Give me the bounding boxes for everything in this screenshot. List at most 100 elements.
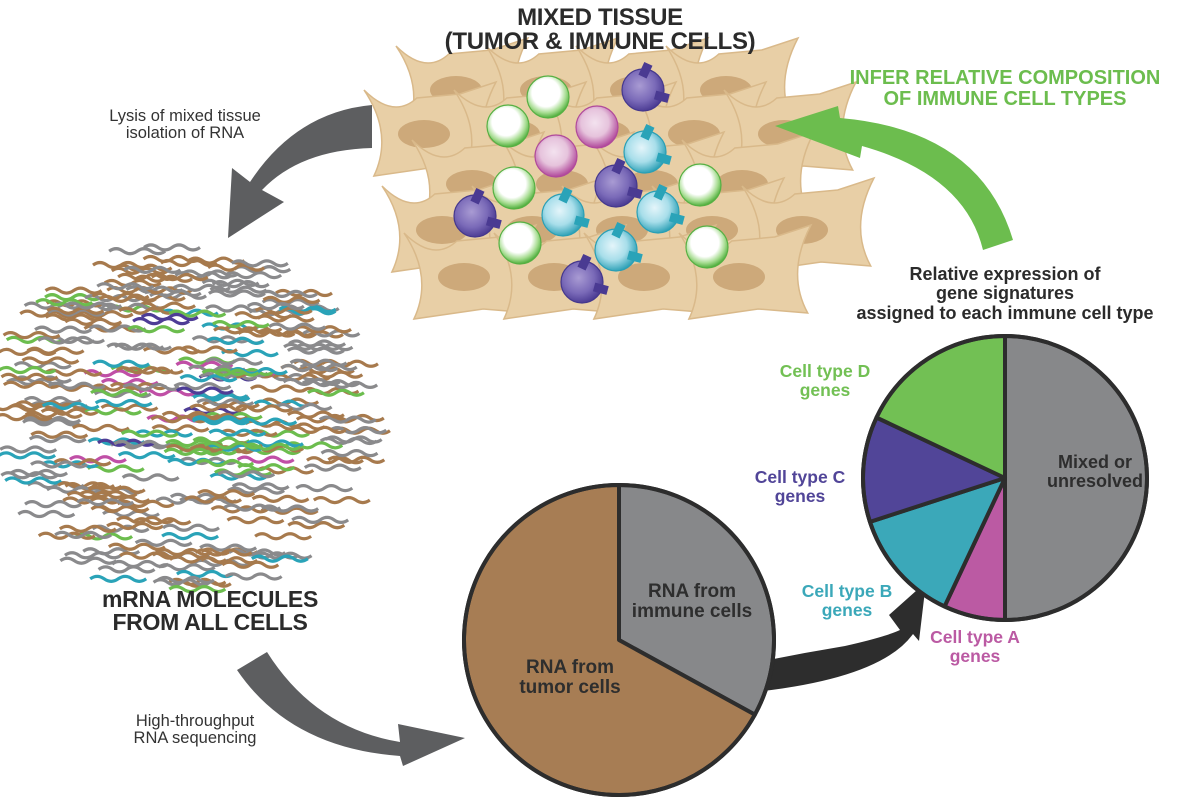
mrna-strand <box>44 286 103 295</box>
mrna-strand <box>221 560 280 569</box>
mrna-strand <box>13 361 72 370</box>
immune-rna-arrow <box>735 582 926 693</box>
mrna-strand <box>41 401 100 411</box>
gene-signatures-subtitle: Relative expression of gene signatures a… <box>856 264 1154 323</box>
mrna-strand <box>71 423 130 433</box>
mrna-strand <box>117 451 176 460</box>
mrna-strand <box>190 412 249 421</box>
mrna-strand <box>217 470 276 479</box>
mrna-strand <box>320 380 379 389</box>
mrna-strand <box>138 301 196 310</box>
pie-outline <box>462 483 776 797</box>
mrna-strand <box>4 476 63 485</box>
mrna-strand <box>115 366 174 375</box>
mrna-strand <box>119 551 178 560</box>
pie-outline <box>861 334 1149 622</box>
mrna-strand <box>291 515 350 524</box>
mrna-strand <box>10 468 69 478</box>
mrna-strand <box>138 388 197 397</box>
mrna-strand <box>2 331 61 340</box>
immune-cell-green <box>526 75 570 119</box>
rna-source-pie <box>462 483 776 797</box>
mrna-strand <box>274 402 333 412</box>
mrna-strand <box>0 413 53 422</box>
lysis-caption: Lysis of mixed tissue isolation of RNA <box>109 107 261 143</box>
mrna-strand <box>83 369 142 378</box>
mrna-strand <box>231 482 290 491</box>
immune-cell-purple <box>453 187 502 238</box>
immune-cell-magenta <box>575 105 619 149</box>
mrna-strand <box>120 429 179 438</box>
mrna-strand <box>230 259 289 268</box>
mrna-strand <box>64 317 123 326</box>
immune-cell-teal <box>541 186 590 237</box>
mrna-strand <box>28 435 87 444</box>
mrna-strand <box>262 295 321 305</box>
mrna-strand <box>44 313 103 322</box>
receptor-marker <box>470 187 485 205</box>
mrna-strand <box>46 306 105 315</box>
sequencing-caption: High-throughput RNA sequencing <box>133 712 257 748</box>
infer-composition-arrow <box>775 106 1013 250</box>
mrna-strand <box>37 531 96 540</box>
mrna-strand <box>142 254 201 264</box>
mrna-strand <box>197 489 256 498</box>
receptor-marker <box>592 282 609 295</box>
mrna-strand <box>0 445 58 454</box>
mrna-strand <box>57 481 115 490</box>
mrna-strand <box>172 283 231 292</box>
tumor-cell-nucleus <box>438 263 490 291</box>
mrna-strand <box>224 572 283 581</box>
mrna-strand <box>208 428 267 437</box>
receptor-marker <box>558 186 573 204</box>
immune-cell-purple <box>560 253 609 304</box>
mrna-strand <box>243 442 302 451</box>
mrna-strand <box>91 524 150 533</box>
tumor-cell <box>583 223 718 320</box>
mrna-strand <box>92 359 151 368</box>
mrna-strand <box>24 500 82 509</box>
immune-cell-body <box>678 163 722 207</box>
mrna-strand <box>143 243 201 252</box>
mrna-strand <box>118 306 177 315</box>
mrna-strand <box>184 495 242 504</box>
mrna-strand <box>76 498 135 507</box>
mrna-strand <box>111 559 170 569</box>
mrna-strand <box>151 550 210 560</box>
mrna-strand <box>288 425 347 435</box>
mrna-strand <box>122 382 181 392</box>
immune-cell-purple <box>621 61 670 112</box>
mrna-strand <box>201 278 260 287</box>
sequencing-arrow <box>237 652 465 766</box>
pie-label-immune-rna: RNA from immune cells <box>631 581 753 622</box>
mrna-strand <box>116 499 175 509</box>
mrna-strand <box>127 325 186 334</box>
mrna-strand <box>59 556 118 565</box>
mrna-strand <box>288 339 347 348</box>
mrna-strand <box>287 521 346 530</box>
pie-charts <box>462 334 1149 797</box>
mrna-strand <box>175 569 234 579</box>
mrna-strand <box>123 265 182 274</box>
mrna-strand <box>320 449 379 458</box>
mrna-strand <box>94 398 153 408</box>
mrna-strand <box>116 515 174 525</box>
immune-cell-body <box>534 134 578 178</box>
mrna-strand <box>254 532 313 541</box>
mrna-strand <box>0 347 57 357</box>
mrna-strand <box>89 574 148 583</box>
mrna-strand <box>180 345 238 354</box>
mrna-strand <box>224 271 283 280</box>
receptor-marker <box>626 186 643 199</box>
receptor-marker <box>611 157 626 175</box>
mrna-strand <box>161 532 220 541</box>
mrna-strand <box>30 430 89 439</box>
mrna-strand <box>86 464 145 473</box>
mrna-strand <box>140 312 199 322</box>
mrna-strand <box>97 565 156 574</box>
pie-label-cell-type-d: Cell type D genes <box>779 361 871 400</box>
gene-signature-pie <box>861 334 1149 622</box>
mrna-strand <box>121 473 180 482</box>
